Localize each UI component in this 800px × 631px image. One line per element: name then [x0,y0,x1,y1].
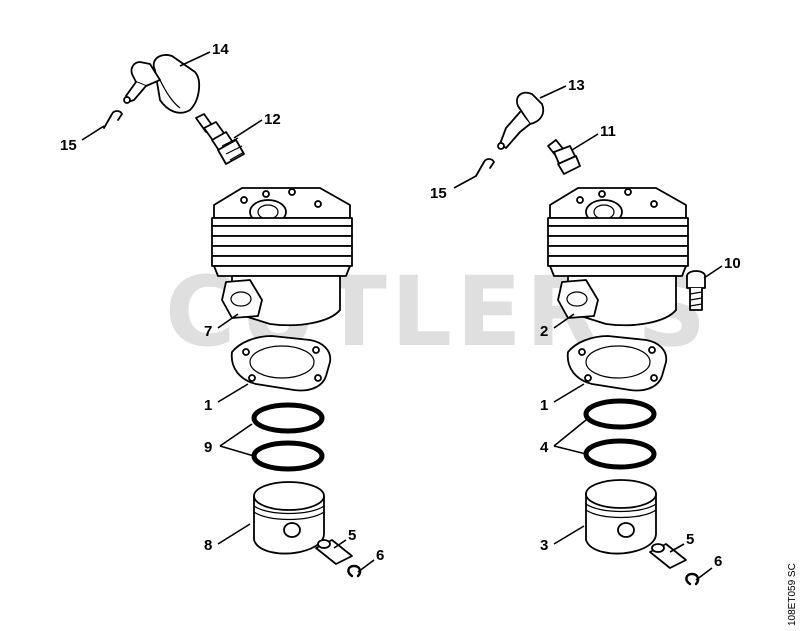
gasket-part [230,335,332,392]
callout-14: 14 [212,41,229,58]
callout-2: 2 [540,323,548,340]
cylinder-part [547,187,689,327]
piston-rings-part [251,402,325,472]
spring-clip-part [475,158,495,177]
callout-1: 1 [540,397,548,414]
callouts-right: 13 11 15 10 2 1 4 3 5 6 [430,77,741,570]
spark-plug-boot-part [497,91,545,150]
callout-6: 6 [376,547,384,564]
spring-clip-part [103,110,123,129]
callout-11: 11 [600,123,616,140]
leader-lines [81,51,723,581]
callout-10: 10 [724,255,741,272]
right-assembly [475,91,706,586]
callout-5: 5 [686,531,694,548]
callout-1: 1 [204,397,212,414]
callout-6: 6 [714,553,722,570]
piston-part [585,479,657,555]
callout-7: 7 [204,323,212,340]
callout-5: 5 [348,527,356,544]
spark-plug-part [195,113,245,165]
callout-15: 15 [430,185,447,202]
callout-3: 3 [540,537,548,554]
piston-part [253,481,325,555]
callout-13: 13 [568,77,585,94]
spark-plug-boot-part [123,54,201,114]
bolt-part [686,270,706,311]
cylinder-part [211,187,353,327]
callout-12: 12 [264,111,281,128]
callout-8: 8 [204,537,212,554]
gasket-part [566,335,668,392]
spark-plug-part [547,139,581,175]
circlip-part [685,572,700,586]
reference-code: 108ET059 SC [787,563,798,626]
callout-15: 15 [60,137,77,154]
piston-rings-part [583,398,657,470]
callout-9: 9 [204,439,212,456]
circlip-part [347,564,362,578]
callouts-left: 14 12 15 7 1 9 8 5 6 [60,41,384,564]
callout-4: 4 [540,439,549,456]
left-assembly [103,54,362,578]
